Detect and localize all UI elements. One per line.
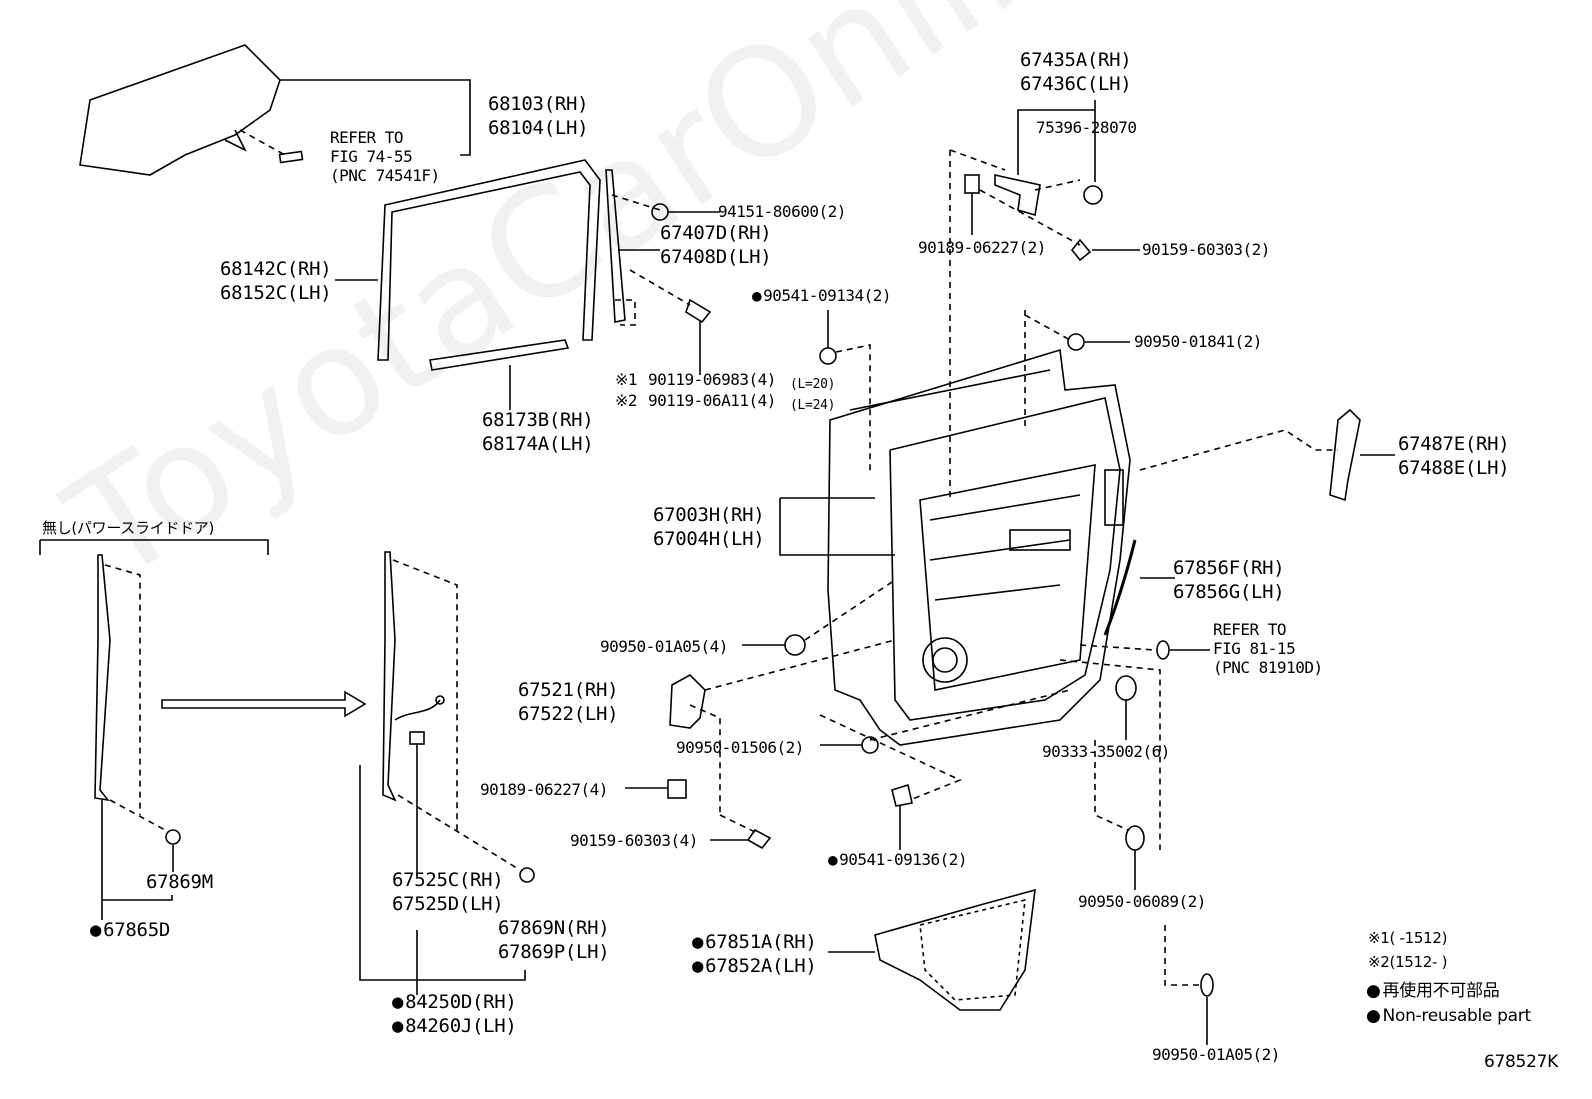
label-67521: 67521(RH) (518, 679, 619, 701)
label-68142c: 68142C(RH) (220, 258, 332, 280)
label-67522: 67522(LH) (518, 703, 619, 725)
label-67488e: 67488E(LH) (1398, 457, 1510, 479)
label-90950-01a05-4: 90950-01A05(4) (600, 637, 728, 656)
label-90119-06a11: 90119-06A11(4) (648, 391, 776, 410)
glass-run (377, 159, 601, 361)
label-68104: 68104(LH) (488, 117, 589, 139)
label-67869p: 67869P(LH) (498, 941, 610, 963)
label-67408d: 67408D(LH) (660, 246, 772, 268)
label-67004h: 67004H(LH) (653, 528, 765, 550)
label-67852a: 67852A(LH) (692, 954, 817, 978)
label-75396: 75396-28070 (1036, 118, 1137, 137)
label-90189-06227-4: 90189-06227(4) (480, 780, 608, 799)
label-67407d: 67407D(RH) (660, 222, 772, 244)
label-68174a: 68174A(LH) (482, 433, 594, 455)
label-90159-60303-4: 90159-60303(4) (570, 831, 698, 850)
refer-81-15-line1: REFER TO (1213, 620, 1287, 639)
label-67851a: 67851A(RH) (692, 930, 817, 954)
label-67869m: 67869M (146, 871, 213, 893)
label-68173b: 68173B(RH) (482, 409, 594, 431)
label-67525d: 67525D(LH) (392, 893, 504, 915)
label-67869n: 67869N(RH) (498, 917, 610, 939)
label-84260j: 84260J(LH) (392, 1014, 517, 1038)
label-90119-06983: 90119-06983(4) (648, 370, 776, 389)
label-68152c: 68152C(LH) (220, 282, 332, 304)
door-opening-trim-right (382, 551, 397, 802)
label-90189-06227-2: 90189-06227(2) (918, 238, 1046, 257)
figure-code: 678527K (1484, 1052, 1558, 1072)
refer-81-15-line2: FIG 81-15 (1213, 639, 1296, 658)
label-67487e: 67487E(RH) (1398, 433, 1510, 455)
arrow-right (161, 690, 367, 718)
door-weatherstrip (1103, 539, 1137, 636)
section-note-power-slide: 無し(パワースライドドア) (42, 519, 215, 537)
door-glass (79, 44, 281, 176)
label-67525c: 67525C(RH) (392, 869, 504, 891)
rear-trim (1329, 408, 1361, 502)
refer-81-15-line3: (PNC 81910D) (1213, 658, 1323, 677)
label-90950-01506: 90950-01506(2) (676, 738, 804, 757)
label-67436c: 67436C(LH) (1020, 73, 1132, 95)
division-bar (605, 169, 626, 323)
label-90950-01a05-2: 90950-01A05(2) (1152, 1045, 1280, 1064)
door-panel (827, 348, 1131, 746)
label-90541-09134: 90541-09134(2) (752, 286, 891, 305)
label-67856g: 67856G(LH) (1173, 581, 1285, 603)
door-lock (669, 674, 706, 729)
label-84250d: 84250D(RH) (392, 990, 517, 1014)
label-90541-09136: 90541-09136(2) (828, 850, 967, 869)
length-24: (L=24) (790, 398, 836, 413)
label-94151: 94151-80600(2) (718, 202, 846, 221)
note-mark-1: ※1 (615, 370, 638, 389)
label-67856f: 67856F(RH) (1173, 557, 1285, 579)
label-67003h: 67003H(RH) (653, 504, 765, 526)
label-67865d: 67865D (90, 918, 170, 942)
legend-en: Non-reusable part (1366, 1004, 1532, 1028)
label-68103: 68103(RH) (488, 93, 589, 115)
upper-bracket (994, 174, 1041, 217)
refer-74-55-line3: (PNC 74541F) (330, 166, 440, 185)
note-2: ※2(1512- ) (1368, 953, 1448, 971)
door-opening-trim-left (94, 554, 111, 802)
refer-74-55-line2: FIG 74-55 (330, 147, 413, 166)
note-1: ※1( -1512) (1368, 929, 1448, 947)
label-90950-06089: 90950-06089(2) (1078, 892, 1206, 911)
refer-74-55-line1: REFER TO (330, 128, 404, 147)
label-90159-60303-2: 90159-60303(2) (1142, 240, 1270, 259)
label-67435a: 67435A(RH) (1020, 49, 1132, 71)
note-mark-2: ※2 (615, 391, 638, 410)
service-hole-cover (874, 888, 1036, 1011)
legend-jp: 再使用不可部品 (1366, 979, 1500, 1003)
label-90333-35002: 90333-35002(6) (1042, 742, 1170, 761)
label-90950-01841: 90950-01841(2) (1134, 332, 1262, 351)
belt-weatherstrip (429, 339, 570, 371)
length-20: (L=20) (790, 377, 836, 392)
